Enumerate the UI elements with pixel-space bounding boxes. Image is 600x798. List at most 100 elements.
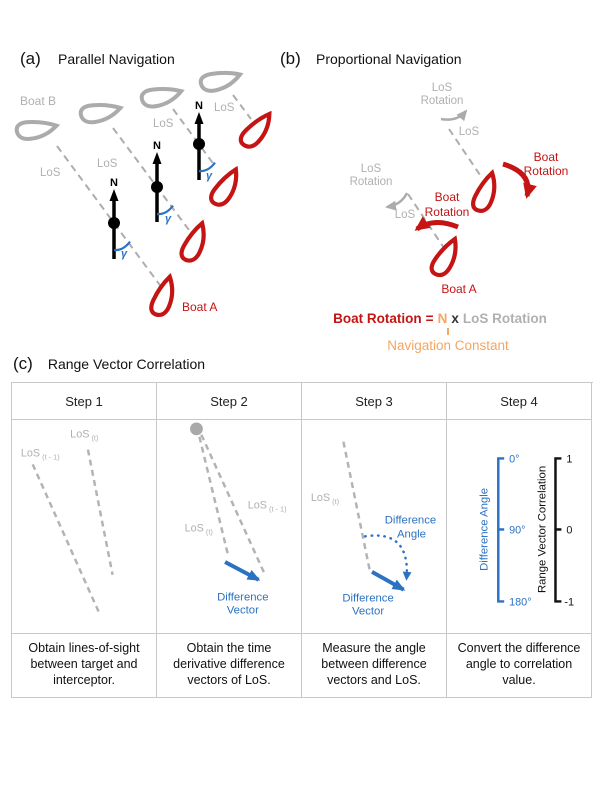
los-line — [232, 94, 252, 120]
step4-diagram-cell: 0° 90° 180° Difference Angle 1 0 -1 Rang… — [447, 420, 592, 634]
position-dot — [193, 138, 205, 150]
los-rotation-arrow — [385, 192, 409, 211]
boat-icon — [138, 79, 186, 112]
difference-vector-label: Difference — [342, 592, 393, 604]
los-t1-label: LoS(t - 1) — [21, 447, 60, 461]
angle-scale-bracket — [497, 457, 505, 603]
los-lines — [31, 449, 114, 615]
difference-angle-axis-title: Difference Angle — [478, 488, 490, 571]
boat-rotation-label: Boat — [435, 190, 460, 204]
los-rotation-label: LoS — [432, 82, 453, 94]
panels-a-b-canvas: (a) Parallel Navigation LoS LoS LoS LoS … — [13, 49, 569, 353]
bracket — [497, 457, 505, 603]
boat-icon — [471, 170, 499, 213]
difference-angle-label: Angle — [397, 528, 426, 540]
step-caption: Obtain the time derivative difference ve… — [157, 634, 302, 698]
los-line — [198, 436, 230, 556]
los-rotation-label: LoS — [361, 163, 382, 175]
panel-a-title: Parallel Navigation — [58, 51, 175, 67]
correlation-tick-label: -1 — [564, 596, 574, 608]
north-arrowhead-icon — [109, 189, 119, 201]
los-label: LoS — [459, 126, 480, 138]
los-line — [172, 108, 216, 167]
difference-vector-arrow — [371, 570, 406, 592]
difference-vector-label: Vector — [352, 605, 384, 617]
los-rotation-arrow — [440, 109, 468, 122]
north-arrowhead-icon — [194, 112, 204, 124]
step-header: Step 2 — [157, 383, 302, 420]
panel-c-tag: (c) — [13, 354, 33, 373]
boat-icon — [149, 274, 177, 317]
boat-icon — [77, 96, 125, 128]
step-caption: Convert the difference angle to correlat… — [447, 634, 592, 698]
los-label: LoS — [214, 102, 235, 114]
steps-table: Step 1 Step 2 Step 3 Step 4 LoS(t) LoS(t… — [11, 382, 593, 698]
boat-a-label: Boat A — [182, 300, 217, 314]
difference-angle-arc — [363, 534, 412, 581]
los-line — [448, 128, 481, 176]
gamma-label: γ — [165, 213, 172, 225]
boat-rotation-label: Boat — [534, 150, 559, 164]
boat-rotation-arrow — [502, 161, 537, 199]
angle-tick-label: 180° — [509, 596, 531, 608]
step3-diagram: LoS(t) Difference Angle Difference Vecto… — [311, 441, 436, 617]
los-line — [342, 441, 372, 573]
boat-icon — [196, 63, 245, 97]
step3-diagram-cell: LoS(t) Difference Angle Difference Vecto… — [302, 420, 447, 634]
panel-b-title: Proportional Navigation — [316, 51, 462, 67]
los-t-label: LoS(t) — [70, 429, 98, 443]
difference-vector-label: Difference — [217, 591, 268, 603]
los-line — [56, 145, 163, 289]
los-lines-a — [56, 94, 252, 289]
los-t-label: LoS(t) — [185, 522, 213, 536]
difference-vector-label: Vector — [227, 604, 259, 616]
navigation-constant-label: Navigation Constant — [387, 338, 509, 353]
boat-icon — [179, 220, 209, 264]
north-label: N — [153, 140, 161, 152]
correlation-tick-label: 1 — [566, 453, 572, 465]
boat-icon — [13, 114, 61, 144]
position-dot — [108, 217, 120, 229]
gamma-label: γ — [121, 248, 128, 260]
north-arrow-group: N γ — [193, 100, 216, 182]
difference-angle-label: Difference — [385, 515, 436, 527]
difference-vector-arrow — [224, 560, 261, 582]
boat-icon — [429, 235, 462, 279]
step-header: Step 3 — [302, 383, 447, 420]
los-line — [407, 193, 445, 249]
correlation-tick-label: 0 — [566, 524, 572, 536]
angle-tick-label: 0° — [509, 453, 519, 465]
panel-a-tag: (a) — [20, 49, 41, 68]
boat-icon — [208, 165, 242, 208]
gamma-arc — [156, 204, 174, 216]
panel-c-title: (c) Range Vector Correlation — [13, 354, 205, 374]
los-rotation-label: Rotation — [350, 176, 393, 188]
step-caption: Measure the angle between difference vec… — [302, 634, 447, 698]
los-line — [200, 434, 267, 577]
panel-b-tag: (b) — [280, 49, 301, 68]
step1-diagram-cell: LoS(t) LoS(t - 1) — [12, 420, 157, 634]
boat-rotation-label: Rotation — [524, 164, 569, 178]
north-label: N — [110, 177, 118, 189]
north-arrow-group: N γ — [151, 140, 174, 225]
boat-b-label: Boat B — [20, 94, 56, 108]
los-rotation-label: Rotation — [421, 95, 464, 107]
los-line — [31, 463, 101, 615]
los-line — [86, 449, 114, 576]
los-label: LoS — [395, 209, 416, 221]
los-label: LoS — [97, 158, 118, 170]
los-label: LoS — [40, 167, 61, 179]
step2-diagram-cell: LoS(t) LoS(t - 1) Difference Vector — [157, 420, 302, 634]
north-arrowhead-icon — [152, 152, 162, 164]
position-dot — [151, 181, 163, 193]
range-vector-correlation-axis-title: Range Vector Correlation — [537, 466, 549, 593]
angle-tick-label: 90° — [509, 524, 525, 536]
correlation-scale-bracket — [554, 457, 562, 603]
step2-diagram: LoS(t) LoS(t - 1) Difference Vector — [185, 422, 287, 616]
gamma-arc — [198, 161, 216, 173]
boat-a-label: Boat A — [441, 282, 476, 296]
north-label: N — [195, 100, 203, 112]
los-lines-b — [407, 128, 481, 249]
